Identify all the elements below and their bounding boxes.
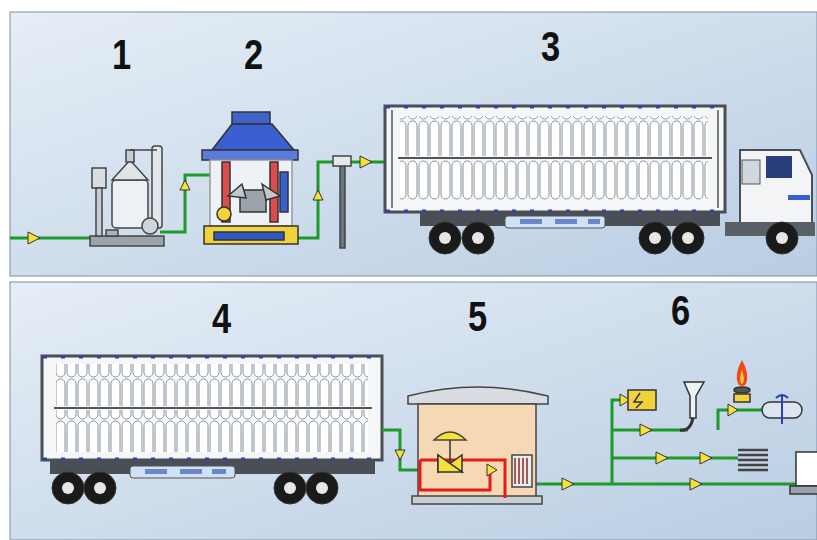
callout-number: 2	[244, 34, 263, 76]
callout-number: 6	[671, 290, 690, 332]
callout-number: 5	[468, 296, 487, 338]
callout-number: 1	[112, 34, 131, 76]
callout-number: 4	[212, 298, 231, 340]
callout-number: 3	[541, 26, 560, 68]
